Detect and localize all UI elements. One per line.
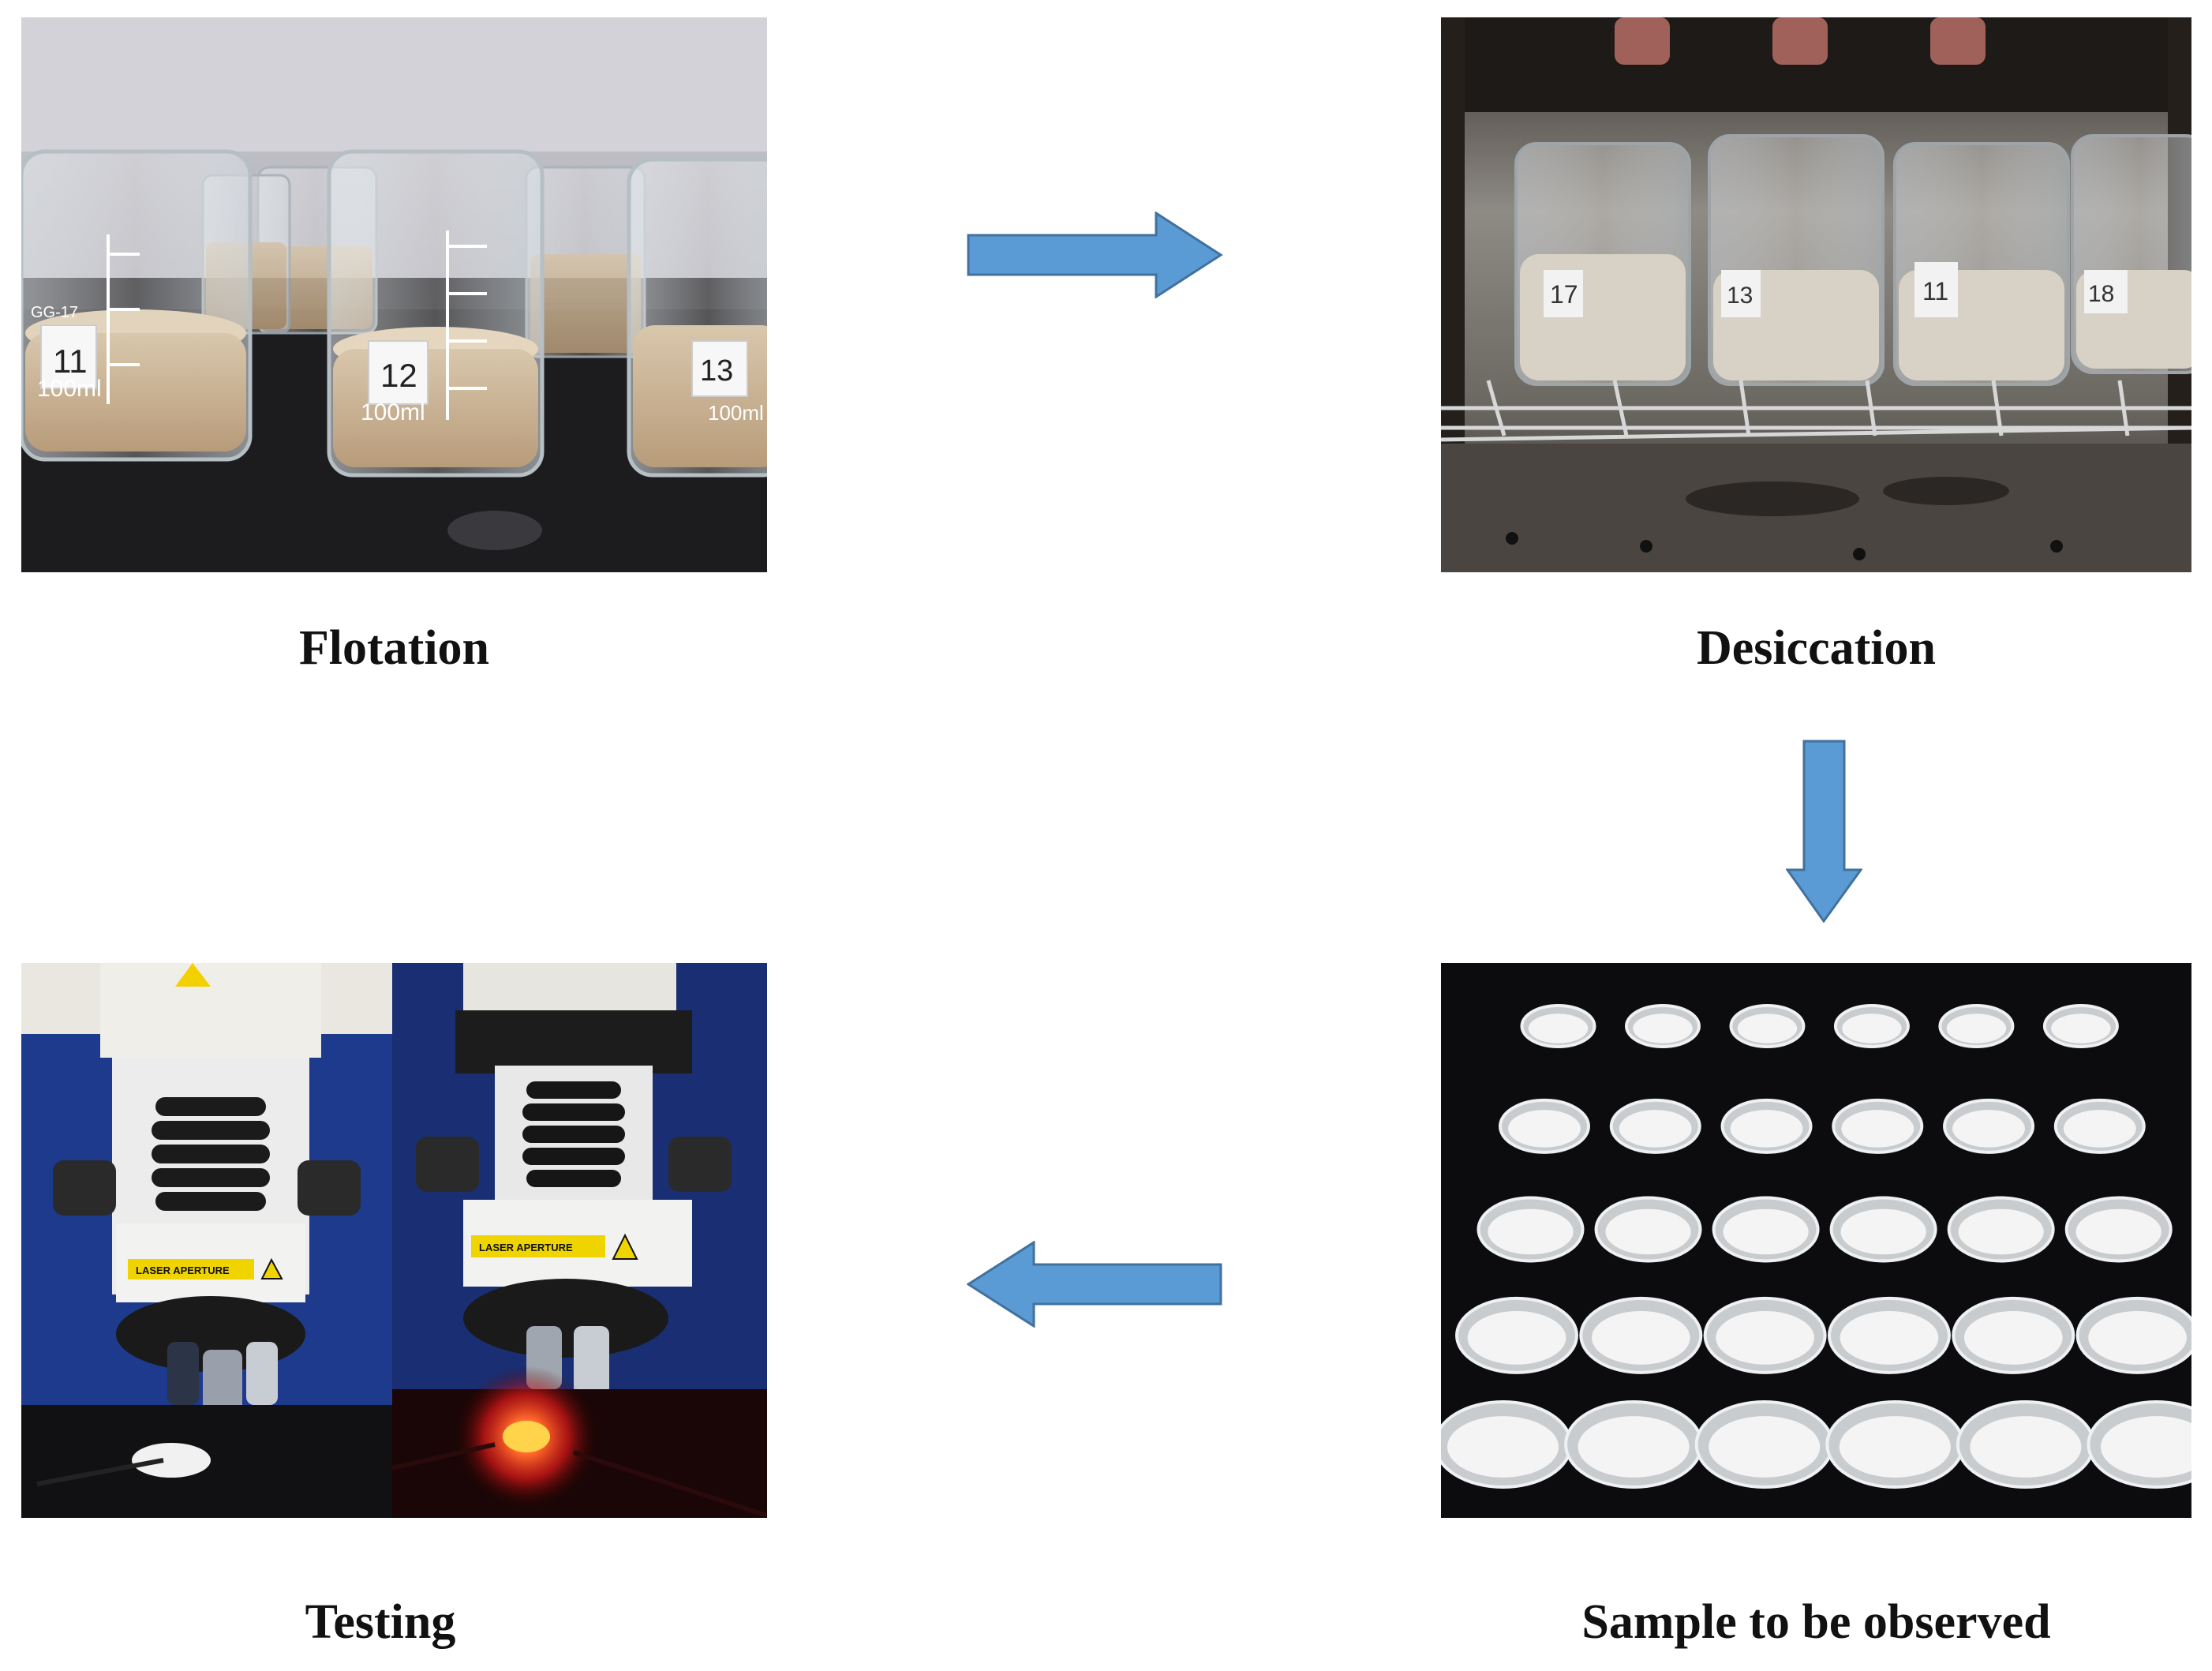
filter-paper: [1970, 1416, 2082, 1478]
filter-paper: [1447, 1416, 1559, 1478]
filter-paper: [2063, 1110, 2136, 1148]
filter-paper: [1467, 1311, 1566, 1365]
desiccation-photo: 17 13 11 18: [1441, 17, 2191, 572]
testing-label: Testing: [305, 1595, 456, 1649]
filter-paper: [1841, 1110, 1914, 1148]
svg-text:18: 18: [2088, 281, 2114, 307]
filter-paper: [1842, 1013, 1902, 1043]
filter-paper: [1737, 1013, 1798, 1043]
filter-paper: [1578, 1416, 1690, 1478]
svg-text:11: 11: [1922, 277, 1948, 305]
filter-paper: [1730, 1110, 1803, 1148]
testing-photo: LASER APERTURE LASER APERTURE: [21, 963, 767, 1518]
svg-text:13: 13: [1727, 283, 1753, 309]
svg-text:GG-17: GG-17: [31, 304, 78, 321]
svg-text:100ml: 100ml: [37, 376, 102, 402]
filter-paper: [1840, 1208, 1926, 1255]
arrow-right-icon: [967, 212, 1223, 298]
filter-paper: [1619, 1110, 1692, 1148]
flotation-photo: 11 100ml GG-17 12 100ml 13 100ml: [21, 17, 767, 572]
svg-text:17: 17: [1550, 280, 1578, 309]
svg-text:LASER APERTURE: LASER APERTURE: [136, 1264, 230, 1276]
filter-paper: [2051, 1013, 2111, 1043]
filter-paper: [1958, 1208, 2044, 1255]
filter-paper: [1723, 1208, 1809, 1255]
filter-paper: [2101, 1416, 2191, 1478]
desiccation-label: Desiccation: [1696, 621, 1937, 675]
filter-paper: [1963, 1311, 2063, 1365]
filter-paper: [2088, 1311, 2187, 1365]
sample-label: Sample to be observed: [1581, 1595, 2051, 1649]
filter-paper: [1839, 1416, 1951, 1478]
svg-text:13: 13: [700, 354, 733, 388]
filter-paper: [1605, 1208, 1691, 1255]
filter-paper: [1709, 1416, 1821, 1478]
filter-paper: [1716, 1311, 1814, 1365]
flotation-label: Flotation: [298, 621, 490, 675]
filter-paper: [2075, 1208, 2161, 1255]
arrow-down-icon: [1786, 740, 1862, 923]
svg-text:100ml: 100ml: [708, 401, 764, 425]
filter-paper: [1592, 1311, 1690, 1365]
filter-paper: [1946, 1013, 2007, 1043]
arrow-left-icon: [967, 1241, 1223, 1328]
svg-text:12: 12: [380, 357, 417, 394]
sample-photo: [1441, 963, 2191, 1518]
filter-paper: [1952, 1110, 2025, 1148]
filter-paper: [1488, 1208, 1574, 1255]
svg-text:100ml: 100ml: [361, 399, 425, 425]
svg-text:LASER APERTURE: LASER APERTURE: [479, 1242, 573, 1253]
filter-paper: [1633, 1013, 1693, 1043]
filter-paper: [1528, 1013, 1589, 1043]
filter-paper: [1840, 1311, 1939, 1365]
filter-paper: [1508, 1110, 1581, 1148]
svg-text:11: 11: [53, 343, 88, 380]
